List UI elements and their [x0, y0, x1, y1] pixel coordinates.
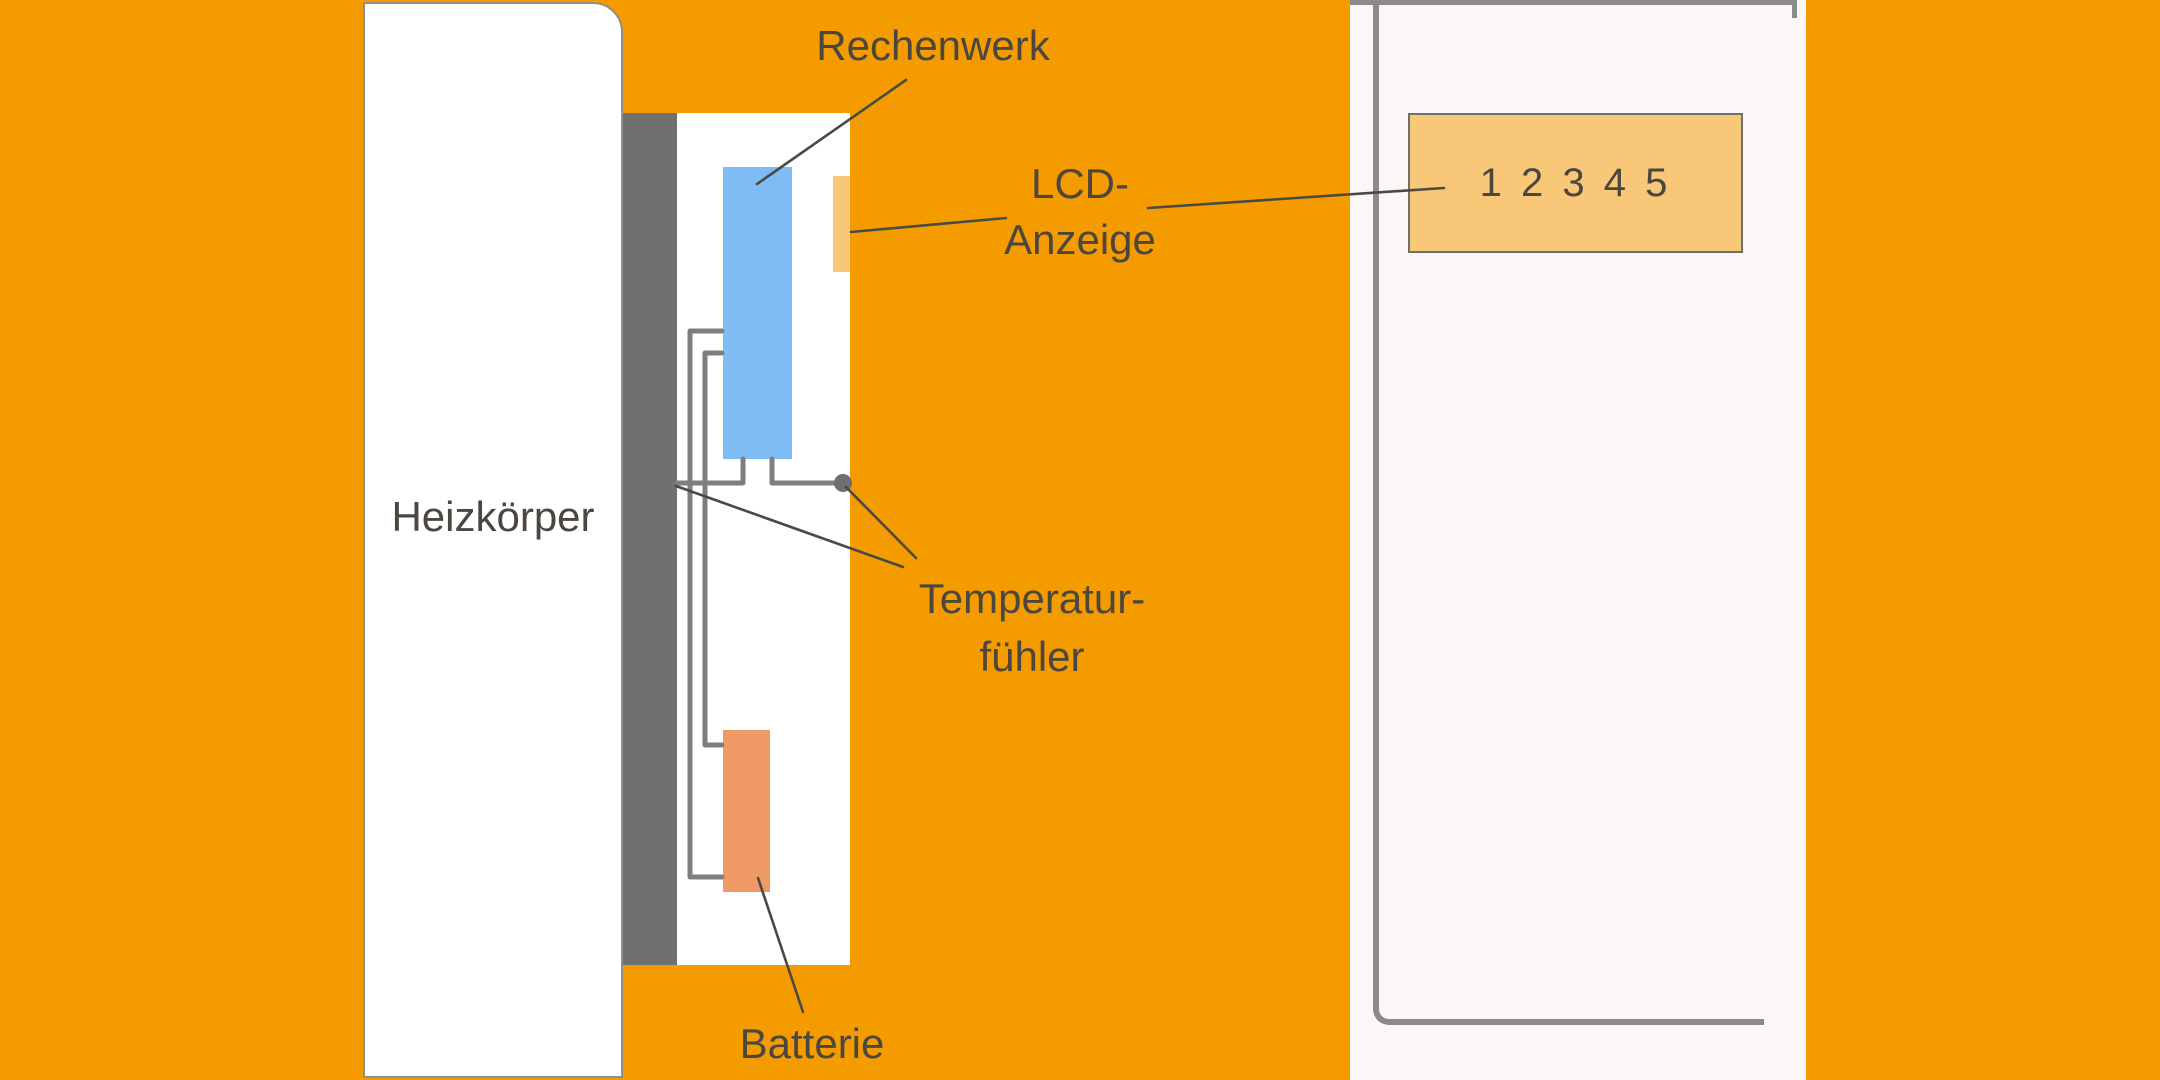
front-view-panel-top-border [1350, 0, 1797, 5]
lcd-display-label: LCD- Anzeige [930, 156, 1230, 268]
lcd-display-value: 1 2 3 4 5 [1479, 160, 1672, 205]
temperature-sensor-label: Temperatur- fühler [882, 570, 1182, 686]
computing-unit-shape [723, 167, 792, 459]
temperature-sensor-label-line2: fühler [979, 633, 1085, 680]
computing-unit-label: Rechenwerk [816, 22, 1050, 69]
radiator-label: Heizkörper [391, 493, 595, 540]
mounting-plate-shape [623, 113, 677, 965]
radiator-shape [363, 2, 623, 1078]
lcd-display-label-line2: Anzeige [1004, 216, 1156, 263]
lcd-side-strip [833, 176, 850, 272]
battery-label: Batterie [739, 1020, 885, 1067]
temperature-sensor-label-line1: Temperatur- [918, 575, 1146, 622]
lcd-display-front: 1 2 3 4 5 [1408, 113, 1743, 253]
battery-shape [723, 730, 770, 892]
leader-temperature-room-sensor [844, 485, 918, 560]
front-view-panel-top-corner [1792, 0, 1797, 18]
lcd-display-label-line1: LCD- [1030, 160, 1129, 207]
front-view-panel-outline [1373, 0, 1764, 1025]
